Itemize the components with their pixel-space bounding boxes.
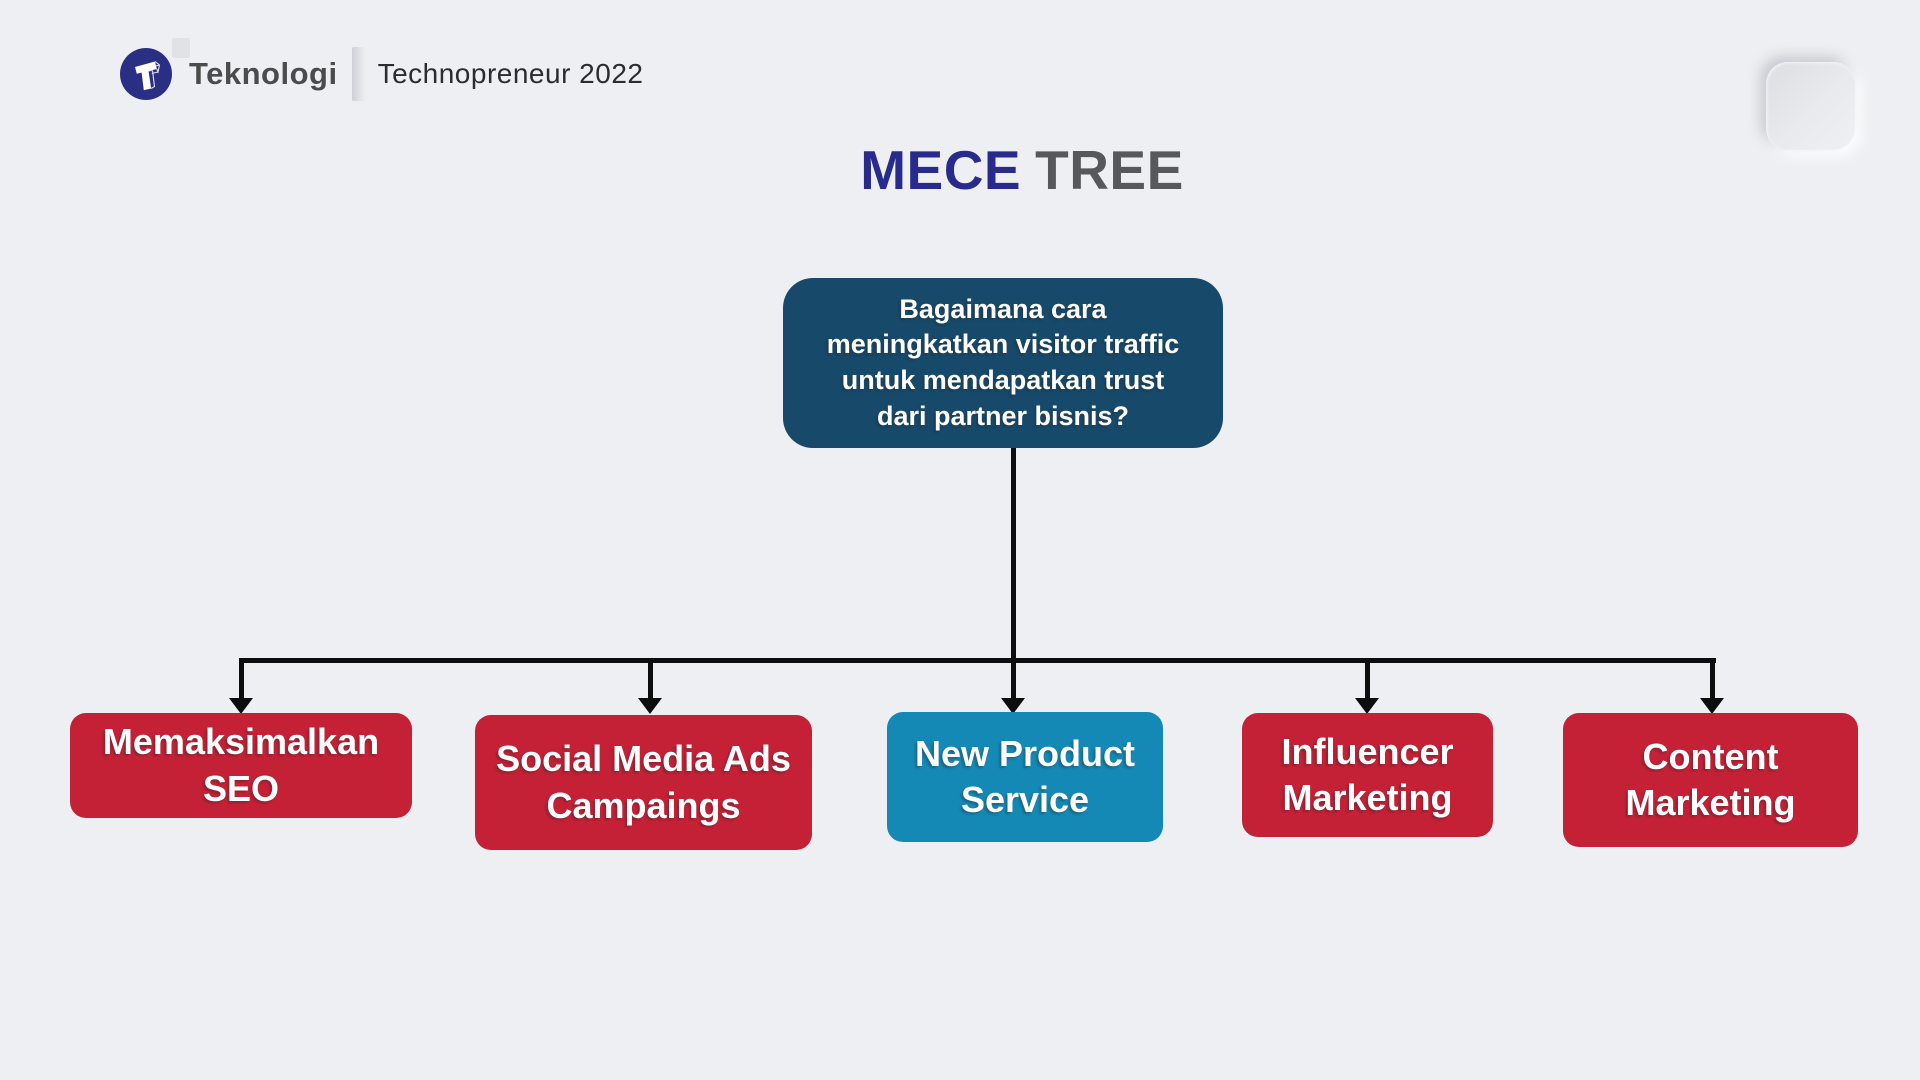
event-title: Technopreneur 2022 (377, 58, 644, 89)
branch-horizontal-line (239, 658, 1716, 663)
tree-child-node-social-media-ads: Social Media Ads Campaings (475, 715, 812, 850)
corner-button[interactable] (1766, 62, 1855, 150)
teknologi-t-logo-icon (118, 46, 174, 102)
root-connector-line (1011, 447, 1016, 661)
header: Teknologi Technopreneur 2022 (118, 38, 644, 104)
child-drop-line (239, 658, 244, 702)
child-drop-line (648, 658, 653, 702)
arrow-down-icon (229, 698, 253, 714)
arrow-down-icon (638, 698, 662, 714)
tree-child-node-influencer-marketing: Influencer Marketing (1242, 713, 1493, 837)
brand-name: Teknologi (189, 56, 338, 91)
logo-accent-square (172, 38, 190, 58)
arrow-down-icon (1001, 698, 1025, 714)
tree-child-node-seo: Memaksimalkan SEO (70, 713, 412, 818)
tree-child-node-new-product-service: New Product Service (887, 712, 1163, 842)
arrow-down-icon (1700, 698, 1724, 714)
child-drop-line (1011, 658, 1016, 702)
arrow-down-icon (1355, 698, 1379, 714)
title-primary: MECE (860, 139, 1022, 201)
tree-root-node: Bagaimana cara meningkatkan visitor traf… (783, 278, 1223, 448)
title-secondary: TREE (1035, 139, 1184, 201)
child-drop-line (1710, 658, 1715, 702)
child-drop-line (1365, 658, 1370, 702)
tree-child-node-content-marketing: Content Marketing (1563, 713, 1858, 847)
header-divider (351, 47, 365, 101)
